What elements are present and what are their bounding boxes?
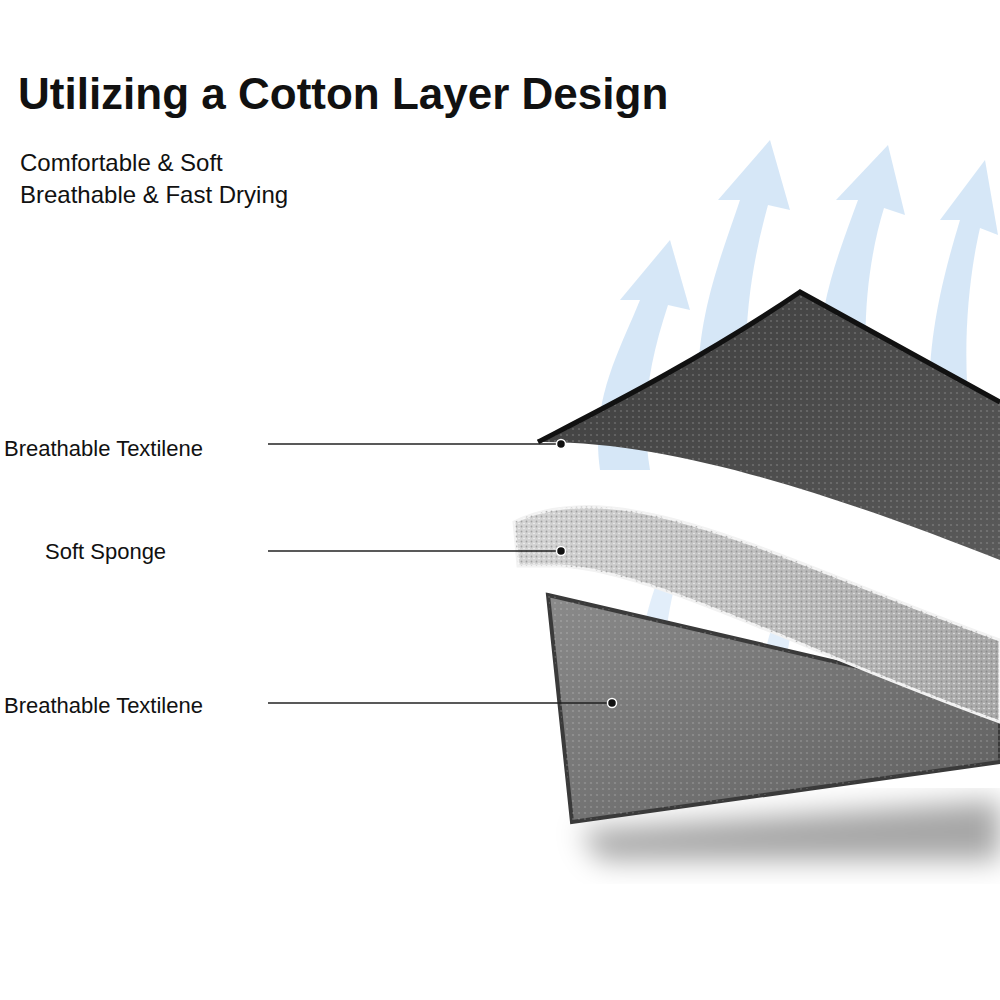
title-heading: Utilizing a Cotton Layer Design	[18, 69, 668, 120]
part-label: Soft Sponge	[45, 539, 166, 564]
part-label: Breathable Textilene	[4, 436, 203, 461]
sponge-texture	[514, 507, 1000, 722]
top-edge	[538, 292, 1000, 442]
top-mesh	[538, 292, 1000, 560]
leader-lines	[268, 444, 607, 703]
leader-dots	[557, 440, 617, 708]
top-textilene	[538, 292, 1000, 560]
sponge-layer	[514, 507, 1000, 722]
subtitle-line: Comfortable & Soft	[20, 149, 223, 177]
part-label: Breathable Textilene	[4, 693, 203, 718]
subtitle-line: Breathable & Fast Drying	[20, 181, 288, 209]
